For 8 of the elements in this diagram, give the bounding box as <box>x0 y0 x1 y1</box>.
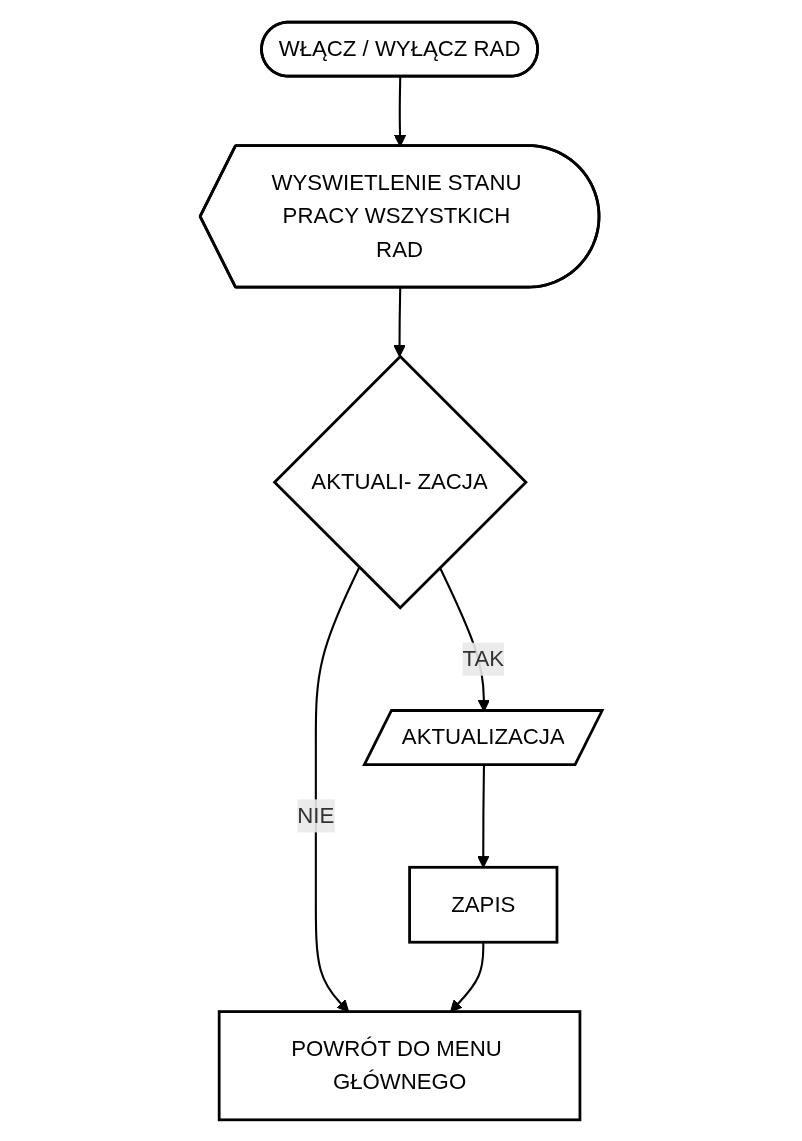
node-diamond: AKTUALI- ZACJA <box>272 354 528 610</box>
node-box: ZAPIS <box>408 865 559 944</box>
edge-label: TAK <box>462 646 504 670</box>
arrow <box>314 566 360 1012</box>
arrow <box>393 287 406 357</box>
edge-label: NIE <box>297 803 335 827</box>
node-box: POWRÓT DO MENU GŁÓWNEGO <box>217 1009 582 1121</box>
arrow <box>449 941 485 1012</box>
